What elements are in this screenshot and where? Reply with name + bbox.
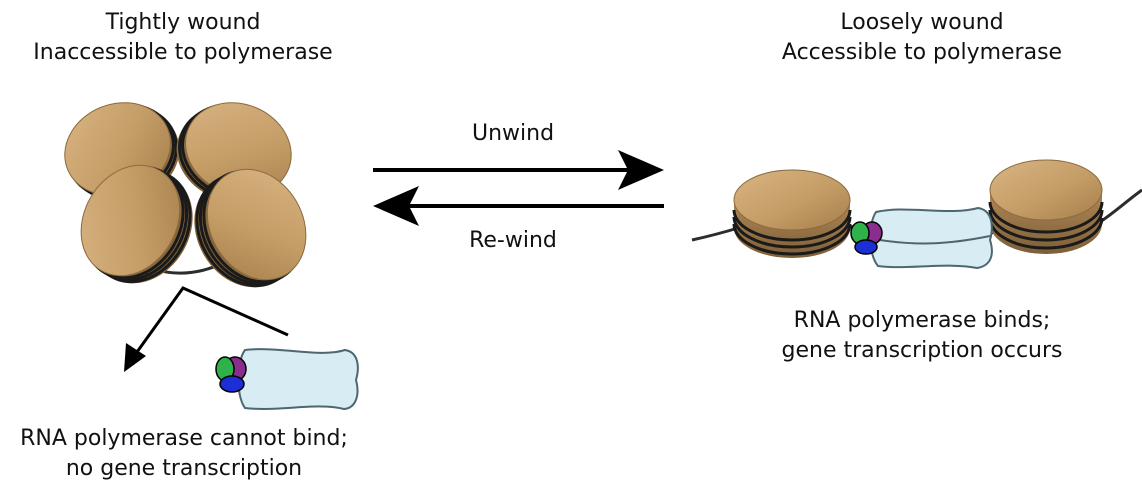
tightly-wound-subtitle: Inaccessible to polymerase	[33, 40, 333, 65]
unwind-arrow	[373, 150, 664, 190]
loosely-wound-label: Loosely wound Accessible to polymerase	[752, 8, 1092, 68]
tight-nucleosome-cluster	[64, 102, 307, 288]
nucleosome-front-left	[80, 164, 193, 284]
loosely-wound-title: Loosely wound	[840, 10, 1004, 35]
rna-polymerase-unbound	[215, 348, 359, 411]
tightly-wound-label: Tightly wound Inaccessible to polymerase	[18, 8, 348, 68]
tightly-wound-title: Tightly wound	[105, 10, 261, 35]
rewind-arrow	[373, 186, 664, 226]
rewind-label: Re-wind	[469, 228, 557, 253]
subunit-blue	[854, 239, 878, 255]
loosely-wound-subtitle: Accessible to polymerase	[781, 40, 1063, 65]
cannot-bind-line1: RNA polymerase cannot bind;	[20, 426, 348, 451]
loose-chromatin	[691, 159, 1142, 270]
cannot-bind-caption: RNA polymerase cannot bind; no gene tran…	[4, 424, 364, 481]
nucleosome-loose-right	[988, 159, 1104, 254]
nucleosome-loose-left	[732, 169, 852, 258]
nucleosome-front-right	[194, 168, 307, 288]
blocked-binding-arrow	[124, 286, 289, 372]
rna-polymerase-bound	[850, 206, 993, 270]
binds-line1: RNA polymerase binds;	[793, 308, 1051, 333]
cannot-bind-line2: no gene transcription	[65, 456, 303, 481]
binds-line2: gene transcription occurs	[781, 338, 1063, 363]
unwind-label: Unwind	[471, 121, 555, 146]
subunit-blue	[219, 375, 245, 393]
binds-caption: RNA polymerase binds; gene transcription…	[752, 306, 1092, 366]
